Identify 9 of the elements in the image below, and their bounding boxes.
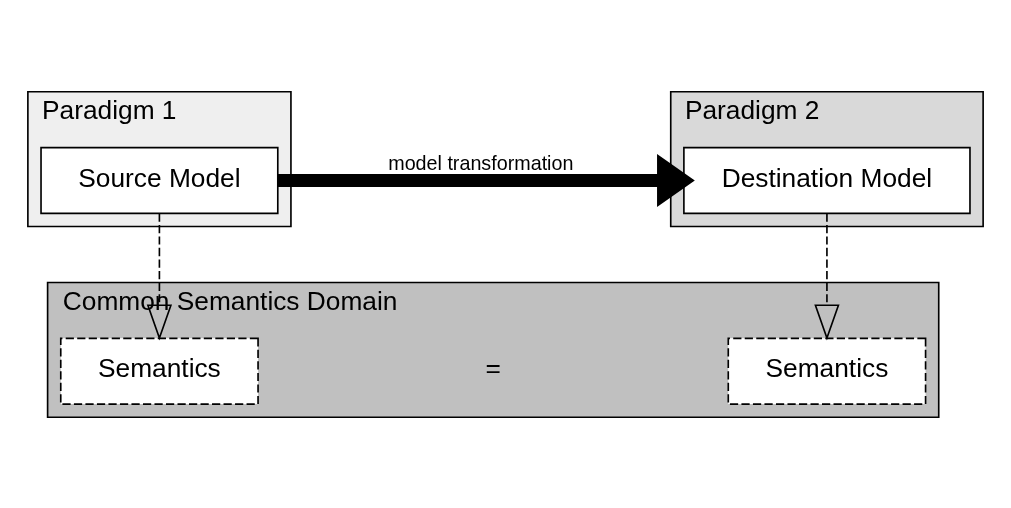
node-box: Destination Model [683,146,971,214]
arrow [814,212,840,341]
node-box: Semantics [59,337,259,405]
arrow [278,153,695,207]
edge-label: model transformation [388,151,574,174]
arrow [146,212,173,341]
node-box: Source Model [40,146,279,214]
node-box: Semantics [727,337,927,405]
label: = [485,352,501,383]
